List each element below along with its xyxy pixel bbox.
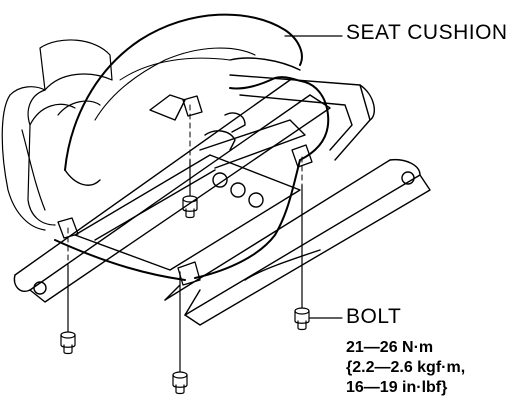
wire-harness bbox=[54, 76, 330, 281]
mounting-brackets bbox=[57, 95, 313, 286]
bolt-insertion-lines bbox=[67, 159, 303, 373]
torque-inlbf: 16—19 in·lbf} bbox=[346, 379, 448, 396]
seat-back-outline bbox=[1, 39, 113, 231]
bolt-front-center bbox=[182, 195, 198, 219]
torque-nm: 21—26 N·m bbox=[346, 339, 434, 356]
callout-leaders bbox=[284, 35, 343, 319]
bolt-label: BOLT bbox=[346, 305, 402, 328]
seat-cushion-label: SEAT CUSHION bbox=[346, 21, 508, 44]
bolt-front-left bbox=[60, 331, 76, 355]
seat-frame bbox=[13, 57, 431, 326]
seat-cushion bbox=[64, 13, 303, 186]
bolt-axis-lines bbox=[67, 104, 303, 266]
torque-kgfm: {2.2—2.6 kgf·m, bbox=[346, 359, 466, 376]
bolt-rear-right bbox=[294, 307, 310, 331]
torque-specification: 21—26 N·m {2.2—2.6 kgf·m, 16—19 in·lbf} bbox=[346, 338, 465, 398]
bolt-rear-center bbox=[172, 371, 188, 395]
